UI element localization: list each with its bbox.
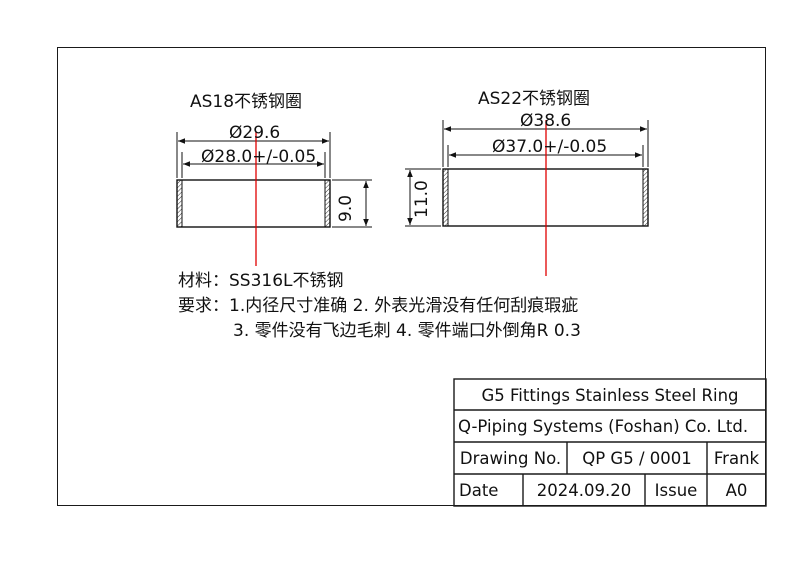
as18-title: AS18不锈钢圈 xyxy=(190,92,303,112)
title-part-name: G5 Fittings Stainless Steel Ring xyxy=(481,385,739,405)
title-block-grid xyxy=(453,378,767,507)
title-company: Q-Piping Systems (Foshan) Co. Ltd. xyxy=(458,417,749,436)
issue-value: A0 xyxy=(725,481,748,500)
note-requirements-1: 要求：1.内径尺寸准确 2. 外表光滑没有任何刮痕瑕疵 xyxy=(178,296,579,316)
issue-label: Issue xyxy=(654,481,698,500)
as22-title: AS22不锈钢圈 xyxy=(478,89,591,109)
drawing-no-label: Drawing No. xyxy=(459,449,562,468)
note-material: 材料：SS316L不锈钢 xyxy=(178,271,344,291)
note-requirements-2: 3. 零件没有飞边毛刺 4. 零件端口外倒角R 0.3 xyxy=(233,321,581,341)
ring-as22-view xyxy=(405,120,649,276)
drawn-by: Frank xyxy=(713,449,760,468)
as18-outer-diameter: Ø29.6 xyxy=(229,123,281,143)
as18-height: 9.0 xyxy=(336,194,356,222)
as22-height: 11.0 xyxy=(412,180,432,218)
date-value: 2024.09.20 xyxy=(536,481,632,500)
drawing-no-value: QP G5 / 0001 xyxy=(582,449,692,468)
date-label: Date xyxy=(459,481,499,500)
drawing-border xyxy=(57,47,766,506)
as18-inner-diameter: Ø28.0+/-0.05 xyxy=(201,147,317,167)
as22-outer-diameter: Ø38.6 xyxy=(520,111,572,131)
ring-as18-view xyxy=(176,132,372,266)
as22-inner-diameter: Ø37.0+/-0.05 xyxy=(492,137,608,157)
